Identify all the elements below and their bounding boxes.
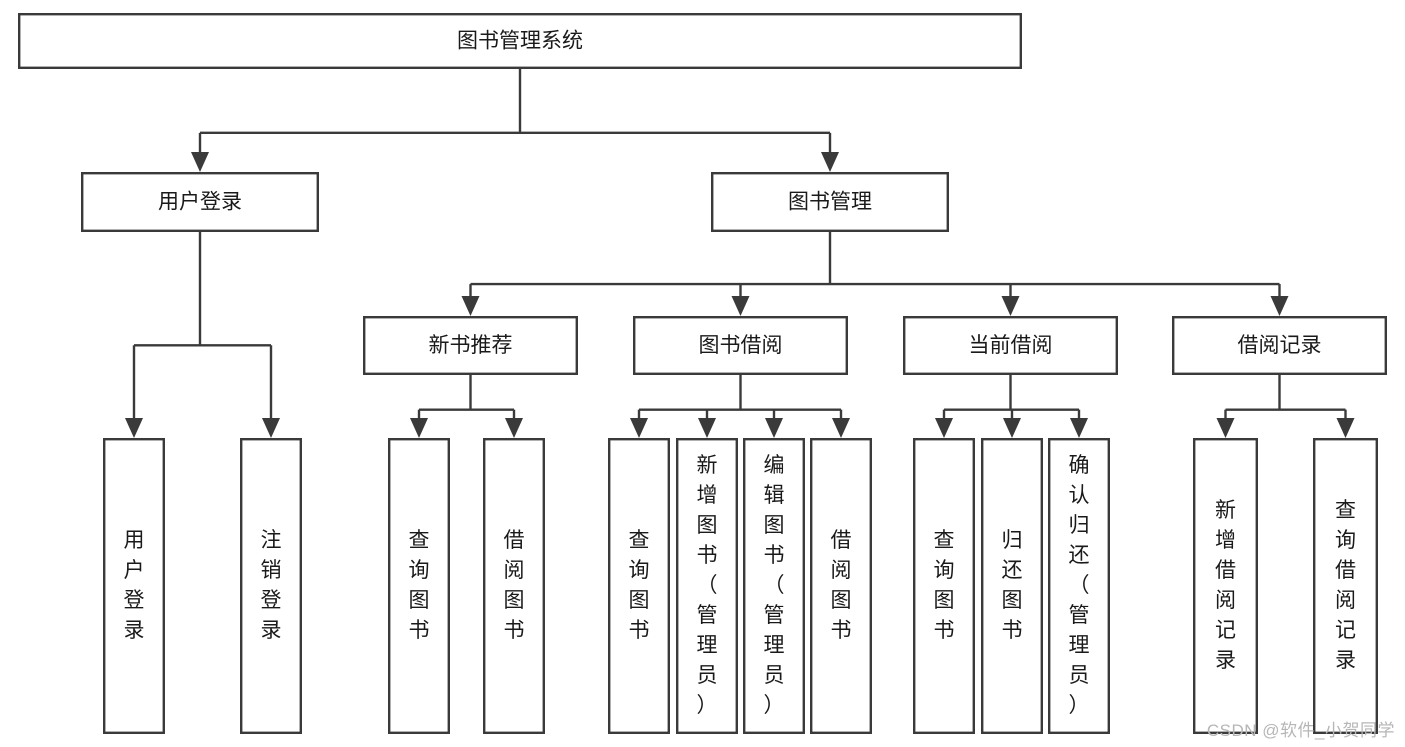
node-leaf-borrow-book-2[interactable]: 借阅图书 xyxy=(810,438,873,735)
arrow-head-current-borrow xyxy=(1001,296,1020,316)
node-layer: 图书管理系统用户登录图书管理新书推荐图书借阅当前借阅借阅记录用户登录注销登录查询… xyxy=(18,12,1387,735)
arrow-head-leaf-confirm-return xyxy=(1070,418,1088,438)
arrow-head-leaf-query-book-1 xyxy=(410,418,428,438)
node-leaf-user-logout[interactable]: 注销登录 xyxy=(239,438,302,735)
arrow-head-leaf-query-book-2 xyxy=(630,418,648,438)
node-book-borrow[interactable]: 图书借阅 xyxy=(633,316,849,376)
node-label-leaf-borrow-book-2: 借阅图书 xyxy=(831,529,852,642)
node-box-leaf-user-logout xyxy=(239,438,302,735)
arrow-head-leaf-query-book-3 xyxy=(935,418,953,438)
node-label-leaf-user-login: 用户登录 xyxy=(124,529,145,642)
node-box-borrow-record xyxy=(1171,316,1387,376)
arrow-head-leaf-borrow-book-2 xyxy=(832,418,850,438)
edge-group-root xyxy=(191,69,839,172)
node-leaf-user-login[interactable]: 用户登录 xyxy=(102,438,165,735)
node-box-leaf-edit-book xyxy=(743,438,806,735)
node-label-leaf-query-book-1: 查询图书 xyxy=(409,529,430,642)
node-leaf-edit-book[interactable]: 编辑图书（管理员） xyxy=(743,438,806,735)
node-box-leaf-return-book xyxy=(981,438,1044,735)
edge-layer xyxy=(125,69,1355,438)
arrow-head-leaf-add-book xyxy=(698,418,716,438)
node-box-leaf-query-book-1 xyxy=(388,438,451,735)
node-user-login[interactable]: 用户登录 xyxy=(80,171,320,232)
edge-group-current-borrow xyxy=(935,375,1088,438)
node-box-leaf-add-book xyxy=(676,438,739,735)
node-label-leaf-confirm-return: 确认归还（管理员） xyxy=(1069,454,1090,717)
arrow-head-leaf-return-book xyxy=(1003,418,1021,438)
node-label-leaf-user-logout: 注销登录 xyxy=(261,529,282,642)
arrow-head-leaf-edit-book xyxy=(765,418,783,438)
node-label-leaf-borrow-book-1: 借阅图书 xyxy=(504,529,525,642)
node-label-leaf-query-book-2: 查询图书 xyxy=(629,529,650,642)
edge-group-user-login xyxy=(125,232,280,438)
node-box-leaf-user-login xyxy=(102,438,165,735)
node-box-leaf-confirm-return xyxy=(1047,438,1110,735)
node-leaf-query-book-2[interactable]: 查询图书 xyxy=(608,438,671,735)
node-box-leaf-borrow-book-2 xyxy=(810,438,873,735)
node-leaf-add-book[interactable]: 新增图书（管理员） xyxy=(676,438,739,735)
node-root[interactable]: 图书管理系统 xyxy=(18,12,1022,69)
node-label-new-book-rec: 新书推荐 xyxy=(429,334,513,357)
node-label-leaf-edit-book: 编辑图书（管理员） xyxy=(764,454,785,717)
node-new-book-rec[interactable]: 新书推荐 xyxy=(363,316,579,376)
node-label-leaf-add-record: 新增借阅记录 xyxy=(1215,499,1236,672)
node-box-book-manage xyxy=(711,171,950,232)
arrow-head-book-borrow xyxy=(731,296,750,316)
arrow-head-leaf-borrow-book-1 xyxy=(505,418,523,438)
edge-group-book-manage xyxy=(461,232,1289,316)
node-label-book-borrow: 图书借阅 xyxy=(699,334,783,357)
node-label-root: 图书管理系统 xyxy=(457,30,583,53)
node-box-book-borrow xyxy=(633,316,849,376)
node-leaf-query-book-1[interactable]: 查询图书 xyxy=(388,438,451,735)
node-box-leaf-query-book-3 xyxy=(913,438,976,735)
edge-group-borrow-record xyxy=(1216,375,1355,438)
node-box-leaf-add-record xyxy=(1192,438,1258,735)
arrow-head-borrow-record xyxy=(1270,296,1289,316)
watermark-text: CSDN @软件_小贺同学 xyxy=(1206,721,1395,740)
arrow-head-user-login xyxy=(191,152,209,172)
node-leaf-add-record[interactable]: 新增借阅记录 xyxy=(1192,438,1258,735)
node-label-leaf-query-record: 查询借阅记录 xyxy=(1335,499,1356,672)
node-label-leaf-add-book: 新增图书（管理员） xyxy=(697,454,718,717)
node-leaf-query-record[interactable]: 查询借阅记录 xyxy=(1312,438,1378,735)
arrow-head-leaf-add-record xyxy=(1216,418,1235,438)
node-current-borrow[interactable]: 当前借阅 xyxy=(903,316,1119,376)
node-borrow-record[interactable]: 借阅记录 xyxy=(1171,316,1387,376)
node-leaf-query-book-3[interactable]: 查询图书 xyxy=(913,438,976,735)
edge-group-new-book-rec xyxy=(410,375,523,438)
node-label-current-borrow: 当前借阅 xyxy=(969,334,1053,357)
node-label-leaf-return-book: 归还图书 xyxy=(1002,529,1023,642)
node-book-manage[interactable]: 图书管理 xyxy=(711,171,950,232)
node-label-book-manage: 图书管理 xyxy=(788,191,872,214)
node-label-borrow-record: 借阅记录 xyxy=(1238,334,1322,357)
node-label-leaf-query-book-3: 查询图书 xyxy=(934,529,955,642)
node-leaf-confirm-return[interactable]: 确认归还（管理员） xyxy=(1047,438,1110,735)
node-box-leaf-query-book-2 xyxy=(608,438,671,735)
node-box-current-borrow xyxy=(903,316,1119,376)
arrow-head-new-book-rec xyxy=(461,296,480,316)
node-box-leaf-query-record xyxy=(1312,438,1378,735)
node-box-leaf-borrow-book-1 xyxy=(483,438,546,735)
edge-group-book-borrow xyxy=(630,375,850,438)
arrow-head-leaf-user-login xyxy=(125,418,143,438)
node-leaf-return-book[interactable]: 归还图书 xyxy=(981,438,1044,735)
arrow-head-leaf-query-record xyxy=(1336,418,1355,438)
node-box-root xyxy=(18,12,1022,69)
node-box-new-book-rec xyxy=(363,316,579,376)
node-box-user-login xyxy=(80,171,320,232)
arrow-head-book-manage xyxy=(821,152,839,172)
node-leaf-borrow-book-1[interactable]: 借阅图书 xyxy=(483,438,546,735)
arrow-head-leaf-user-logout xyxy=(262,418,280,438)
node-label-user-login: 用户登录 xyxy=(158,191,242,214)
